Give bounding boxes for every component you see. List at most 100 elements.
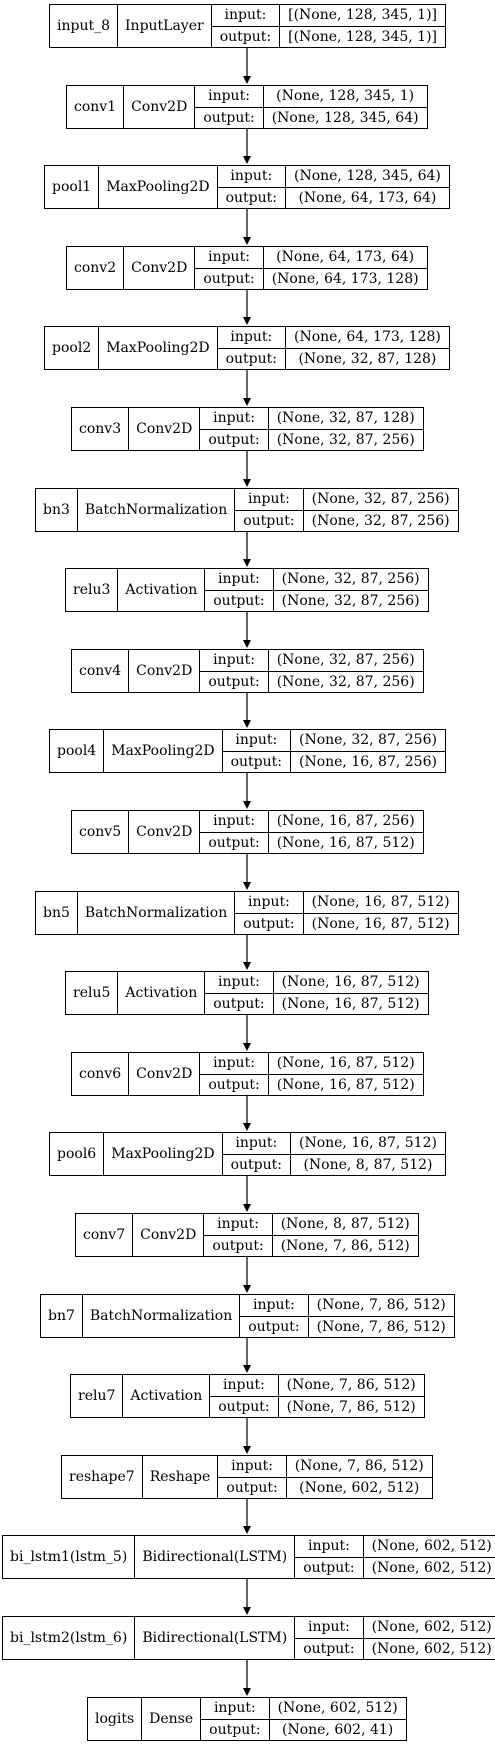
layer-type: Conv2D — [129, 650, 201, 692]
arrow-head — [243, 1043, 251, 1051]
layer-name: input_8 — [50, 5, 119, 47]
input-label: input: — [200, 1053, 268, 1075]
layer-type: Conv2D — [124, 86, 196, 128]
input-label: input: — [218, 1456, 286, 1478]
input-shape: (None, 64, 173, 64) — [263, 247, 427, 269]
input-shape: (None, 16, 87, 512) — [303, 892, 458, 914]
arrow-head — [243, 882, 251, 890]
io-labels: input:output: — [204, 1214, 273, 1256]
layer-type: MaxPooling2D — [99, 166, 218, 208]
layer-name: conv4 — [72, 650, 130, 692]
output-shape: (None, 16, 87, 256) — [298, 753, 437, 770]
layer-name: bn5 — [36, 892, 78, 934]
io-labels: input:output: — [200, 650, 269, 692]
io-labels: input:output: — [211, 5, 281, 47]
layer-name: pool1 — [45, 166, 100, 208]
input-label: input: — [195, 247, 263, 269]
layer-name: pool2 — [45, 327, 100, 369]
input-shape: (None, 128, 345, 1) — [263, 86, 427, 108]
layer-type: InputLayer — [118, 5, 212, 47]
output-label: output: — [243, 512, 295, 529]
input-label: input: — [200, 650, 268, 672]
layer-type: Bidirectional(LSTM) — [135, 1536, 296, 1578]
output-shape: (None, 32, 87, 256) — [311, 512, 450, 529]
input-label: input: — [240, 1295, 308, 1317]
output-label: output: — [225, 189, 277, 206]
layer-name: relu5 — [66, 972, 119, 1014]
input-shape: (None, 64, 173, 128) — [285, 327, 449, 349]
io-shapes: (None, 64, 173, 128)(None, 32, 87, 128) — [285, 327, 449, 369]
input-shape: (None, 128, 345, 64) — [285, 166, 449, 188]
io-shapes: (None, 128, 345, 1)(None, 128, 345, 64) — [263, 86, 427, 128]
io-shapes: (None, 32, 87, 256)(None, 32, 87, 256) — [303, 489, 458, 531]
io-labels: input:output: — [218, 1456, 287, 1498]
arrow-head — [243, 317, 251, 325]
layer-type: Conv2D — [133, 1214, 205, 1256]
arrow-head — [243, 76, 251, 84]
layer-type: Dense — [142, 1698, 202, 1740]
arrow-head — [243, 156, 251, 164]
input-shape: (None, 32, 87, 256) — [268, 650, 423, 672]
io-shapes: (None, 7, 86, 512)(None, 7, 86, 512) — [308, 1295, 454, 1337]
input-shape: (None, 16, 87, 256) — [268, 811, 423, 833]
layer-node-bi-lstm1-lstm-5: bi_lstm1(lstm_5)Bidirectional(LSTM)input… — [2, 1535, 495, 1579]
io-shapes: (None, 16, 87, 512)(None, 16, 87, 512) — [303, 892, 458, 934]
arrow-head — [243, 1204, 251, 1212]
arrow-head — [243, 962, 251, 970]
layer-name: conv1 — [67, 86, 125, 128]
io-shapes: (None, 16, 87, 512)(None, 16, 87, 512) — [268, 1053, 423, 1095]
input-shape: (None, 32, 87, 256) — [290, 730, 445, 752]
output-shape: (None, 16, 87, 512) — [311, 915, 450, 932]
layer-type: Activation — [123, 1375, 211, 1417]
output-shape: (None, 32, 87, 128) — [298, 350, 437, 367]
io-labels: input:output: — [295, 1536, 364, 1578]
output-shape: (None, 32, 87, 256) — [281, 592, 420, 609]
input-label: input: — [211, 5, 280, 27]
io-labels: input:output: — [195, 86, 264, 128]
io-shapes: (None, 128, 345, 64)(None, 64, 173, 64) — [285, 166, 449, 208]
output-label: output: — [203, 109, 255, 126]
output-shape: (None, 16, 87, 512) — [276, 1076, 415, 1093]
io-labels: input:output: — [217, 166, 286, 208]
arrow-head — [243, 559, 251, 567]
layer-name: pool6 — [50, 1133, 105, 1175]
input-shape: (None, 16, 87, 512) — [290, 1133, 445, 1155]
input-label: input: — [217, 327, 285, 349]
output-shape: (None, 16, 87, 512) — [281, 995, 420, 1012]
input-shape: (None, 32, 87, 256) — [273, 569, 428, 591]
output-shape: [(None, 128, 345, 1)] — [288, 28, 437, 45]
arrow-head — [243, 479, 251, 487]
io-labels: input:output: — [235, 489, 304, 531]
io-labels: input:output: — [222, 1133, 291, 1175]
layer-type: Bidirectional(LSTM) — [135, 1617, 296, 1659]
output-shape: (None, 64, 173, 128) — [271, 270, 419, 287]
arrow-head — [243, 720, 251, 728]
io-labels: input:output: — [210, 1375, 279, 1417]
output-shape: (None, 602, 512) — [299, 1479, 420, 1496]
output-shape: (None, 16, 87, 512) — [276, 834, 415, 851]
io-labels: input:output: — [240, 1295, 309, 1337]
input-shape: (None, 32, 87, 128) — [268, 408, 423, 430]
input-shape: (None, 602, 512) — [363, 1617, 495, 1639]
layer-type: BatchNormalization — [78, 892, 236, 934]
layer-name: conv3 — [72, 408, 130, 450]
io-shapes: (None, 16, 87, 512)(None, 16, 87, 512) — [273, 972, 428, 1014]
layer-name: conv6 — [72, 1053, 130, 1095]
layer-name: conv2 — [67, 247, 125, 289]
output-label: output: — [219, 28, 272, 45]
input-label: input: — [200, 811, 268, 833]
input-shape: (None, 602, 512) — [363, 1536, 495, 1558]
layer-node-bi-lstm2-lstm-6: bi_lstm2(lstm_6)Bidirectional(LSTM)input… — [2, 1616, 495, 1660]
arrow-head — [243, 640, 251, 648]
